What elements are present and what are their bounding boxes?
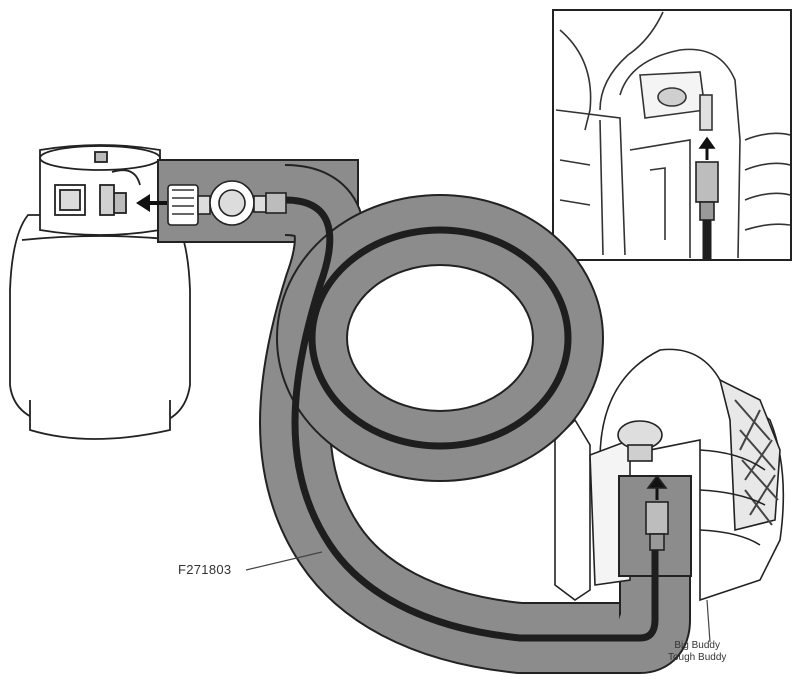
heater-model-2: Tough Buddy [668, 652, 727, 663]
inset-detail [552, 9, 792, 261]
heater-arrow-icon [646, 474, 668, 489]
part-number-leader [245, 551, 323, 571]
arrow-icon [136, 194, 167, 212]
hose-line [281, 196, 659, 642]
inset-frame [552, 9, 792, 261]
part-number-label: F271803 [178, 562, 232, 577]
heater-models-label: Big Buddy Tough Buddy [668, 640, 726, 664]
propane-tank-icon [9, 144, 191, 440]
inset-arrow-icon [698, 136, 716, 149]
quick-connect-fitting [645, 474, 669, 551]
heater-label-leader [706, 599, 711, 643]
regulator-icon [167, 180, 287, 226]
heater-model-1: Big Buddy [674, 640, 720, 651]
